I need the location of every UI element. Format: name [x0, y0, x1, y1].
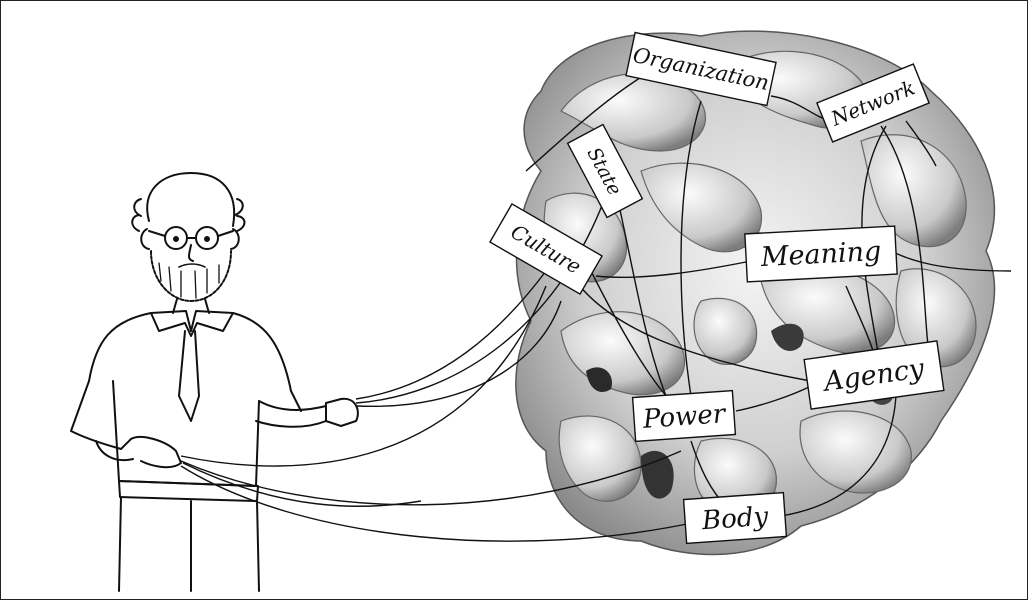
meaning-label-text: Meaning [759, 236, 882, 273]
head [132, 173, 244, 301]
body-label-text: Body [700, 502, 769, 537]
label-power: Power [633, 391, 736, 442]
power-label-text: Power [641, 399, 728, 435]
label-meaning: Meaning [745, 226, 897, 282]
shirt [71, 313, 301, 449]
belt [119, 481, 258, 501]
bearded-man-figure [71, 173, 358, 591]
intestine-mass [516, 31, 995, 554]
right-hand [326, 399, 358, 426]
tie [179, 331, 199, 421]
collar [151, 311, 233, 336]
label-body: Body [684, 493, 787, 544]
